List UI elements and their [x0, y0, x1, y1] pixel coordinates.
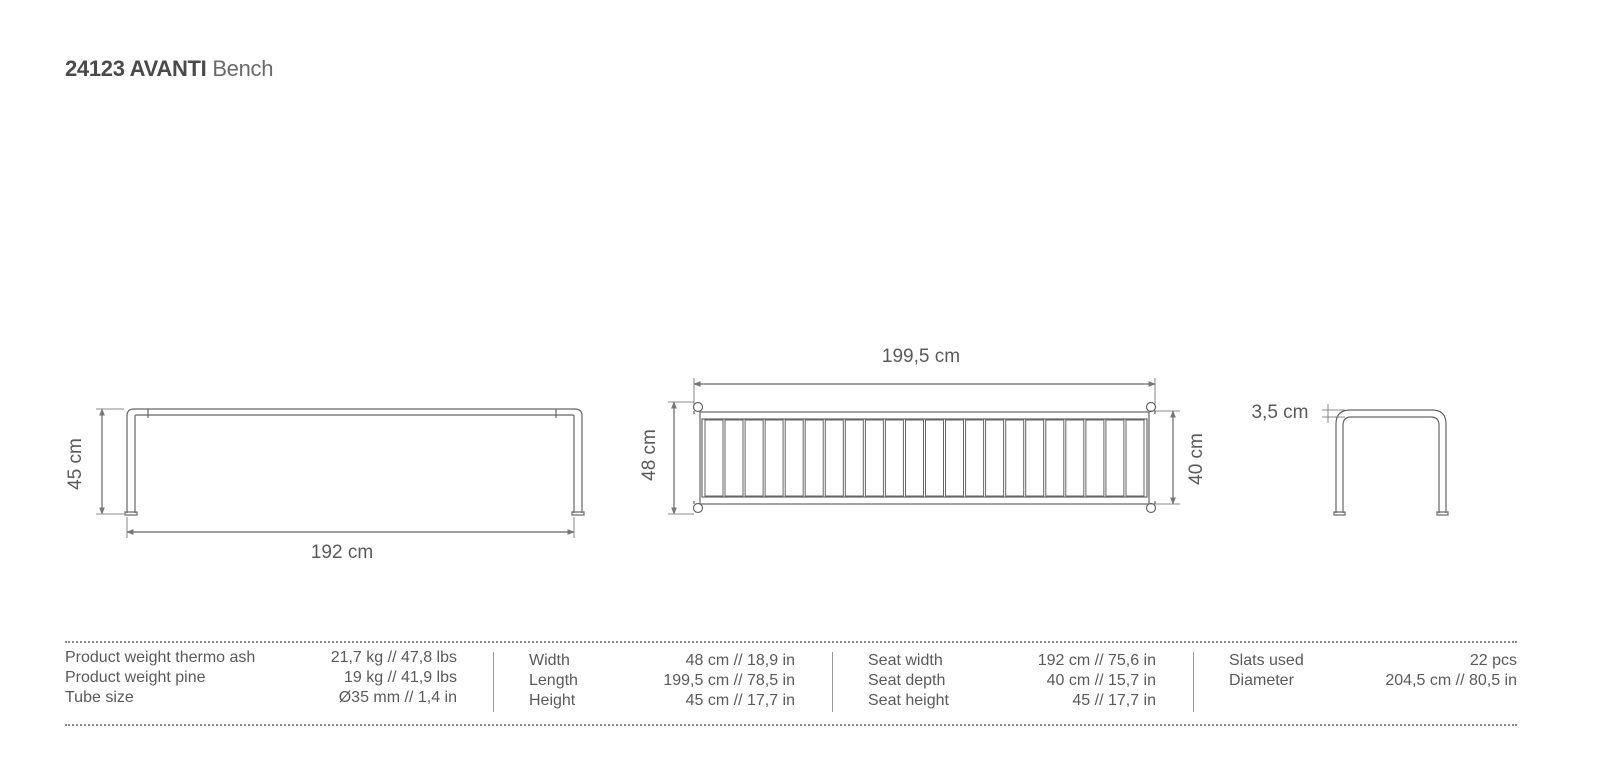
slat [945, 419, 964, 497]
top-view [668, 378, 1180, 515]
slat [1085, 419, 1105, 497]
slat [744, 419, 764, 497]
slat [1125, 419, 1145, 497]
end-foot-right [1436, 511, 1449, 516]
column-divider [832, 652, 833, 712]
slat [965, 419, 985, 497]
side-view [96, 408, 585, 538]
top-tube-end [692, 401, 704, 413]
slat [1105, 419, 1125, 497]
top-width-label: 199,5 cm [882, 346, 960, 367]
slat [925, 419, 944, 497]
slat [1065, 419, 1085, 497]
tube-label: 3,5 cm [1251, 402, 1308, 423]
slat [704, 419, 724, 497]
end-view [1322, 404, 1449, 516]
divider-bottom [65, 724, 1517, 726]
slat [1045, 419, 1065, 497]
end-foot-left [1333, 511, 1346, 516]
divider-top [65, 641, 1517, 643]
side-length-label: 192 cm [311, 542, 373, 563]
side-foot-left [124, 511, 138, 516]
slat [1025, 419, 1045, 497]
side-frame-tube [126, 408, 583, 513]
slat [985, 419, 1005, 497]
top-depth-label: 48 cm [639, 429, 660, 481]
slats [704, 419, 1145, 497]
slat [824, 419, 844, 497]
slat [724, 419, 744, 497]
slat [804, 419, 824, 497]
product-kind: Bench [212, 56, 274, 81]
end-frame-tube [1335, 409, 1447, 513]
slat [764, 419, 784, 497]
side-height-label: 45 cm [65, 438, 86, 490]
column-divider [493, 652, 494, 712]
slat [1005, 419, 1025, 497]
seat-depth-label: 40 cm [1186, 433, 1207, 485]
top-frame-outer [699, 411, 1150, 505]
slat [864, 419, 884, 497]
slat [844, 419, 864, 497]
column-divider [1193, 652, 1194, 712]
side-foot-right [571, 511, 585, 516]
product-code: 24123 AVANTI [65, 56, 207, 81]
slat [905, 419, 924, 497]
slat [884, 419, 904, 497]
slat [784, 419, 804, 497]
product-title: 24123 AVANTI Bench [65, 56, 274, 82]
